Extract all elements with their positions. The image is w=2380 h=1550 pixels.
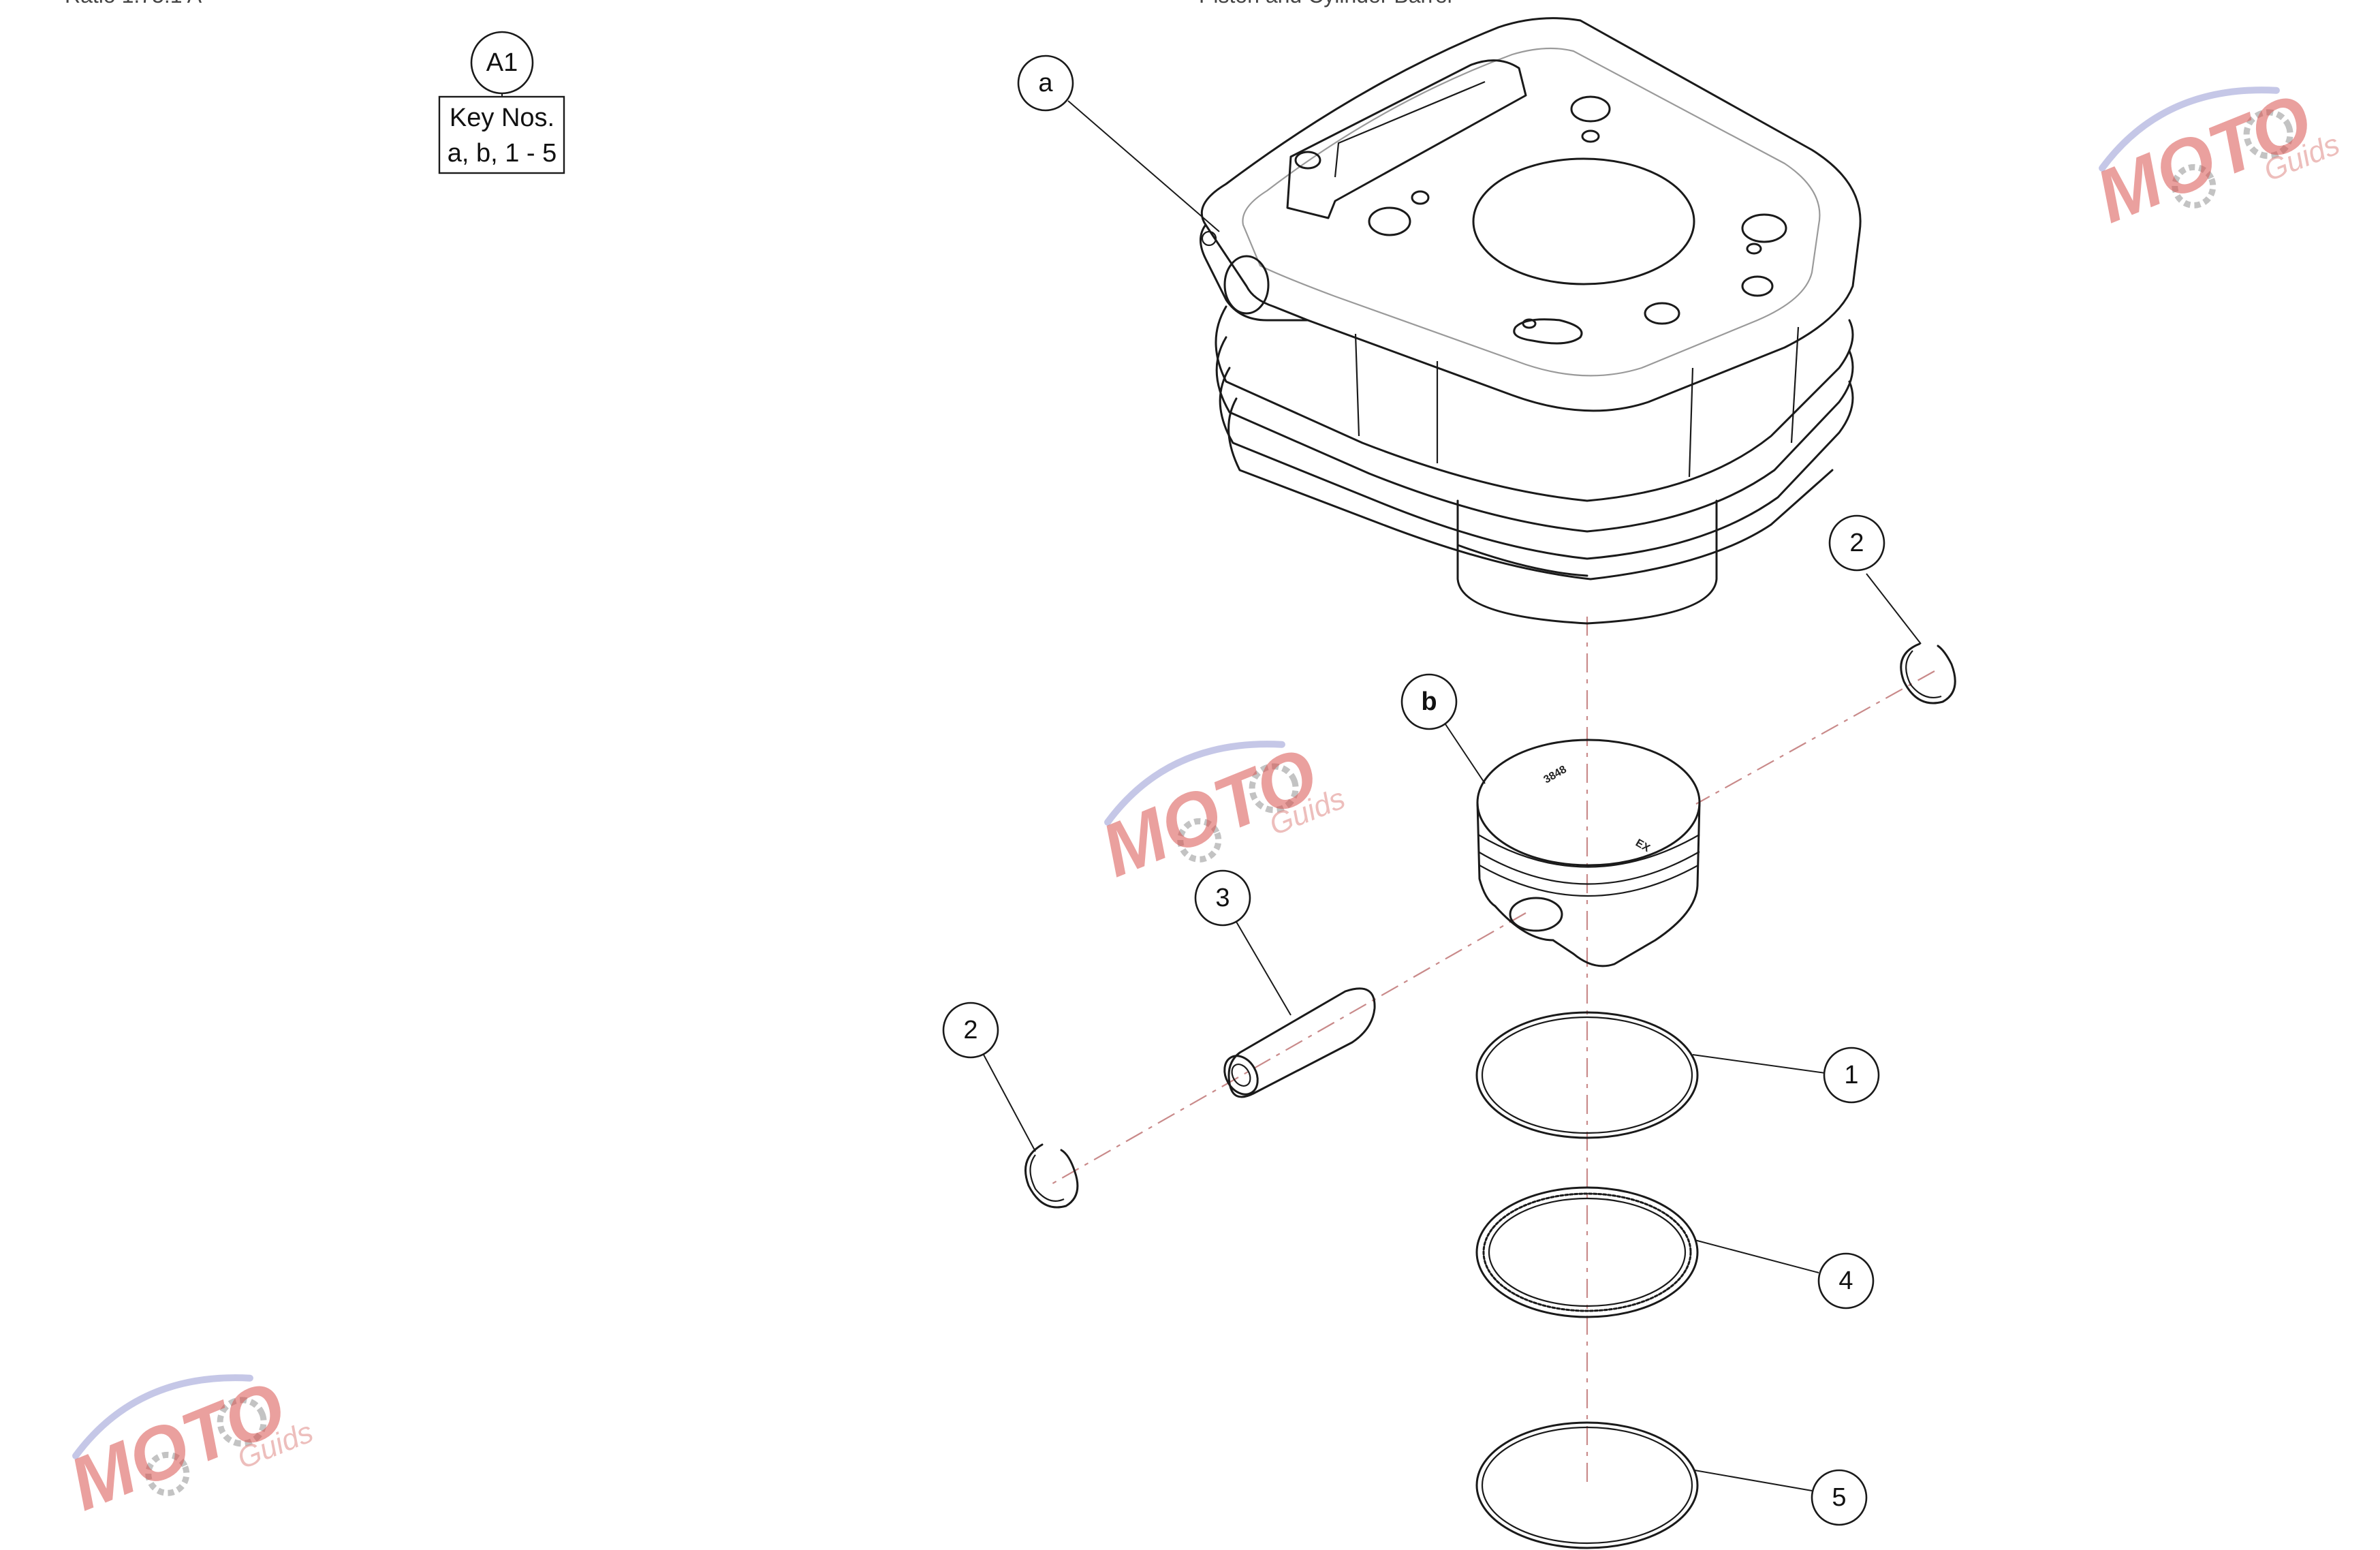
second-compression-ring xyxy=(1475,1421,1699,1549)
svg-text:2: 2 xyxy=(963,1016,977,1044)
callout-3: 3 xyxy=(1194,869,1251,927)
callout-1: 1 xyxy=(1823,1047,1880,1104)
svg-text:a: a xyxy=(1038,69,1053,97)
svg-text:1: 1 xyxy=(1844,1061,1858,1089)
svg-text:4: 4 xyxy=(1838,1267,1853,1295)
svg-text:3: 3 xyxy=(1215,884,1230,912)
watermark-logo-bottom-left: MOTO Guids xyxy=(58,1365,317,1527)
circlip-left xyxy=(1024,1143,1079,1209)
piston-crown-stamp: 3848 xyxy=(1542,764,1569,786)
oil-control-ring xyxy=(1475,1186,1699,1318)
callout-2-right: 2 xyxy=(1828,514,1885,572)
callout-b: b xyxy=(1400,673,1458,730)
cylinder-barrel xyxy=(1200,17,1862,625)
callout-4: 4 xyxy=(1817,1252,1875,1309)
circlip-right xyxy=(1900,642,1956,704)
figure-id-badge: A1 xyxy=(470,31,534,95)
top-compression-ring xyxy=(1475,1011,1699,1139)
svg-text:5: 5 xyxy=(1832,1483,1846,1512)
figure-id-label: A1 xyxy=(486,48,518,77)
svg-text:b: b xyxy=(1421,687,1437,716)
callout-5: 5 xyxy=(1811,1469,1868,1526)
header-center-text: Piston and Cylinder Barrel xyxy=(1199,0,1452,7)
svg-text:2: 2 xyxy=(1849,529,1864,557)
leader-lines xyxy=(983,100,1922,1491)
piston-side-stamp: EX xyxy=(1633,837,1652,855)
key-box-line2: a, b, 1 - 5 xyxy=(448,139,557,168)
callout-2-left: 2 xyxy=(942,1002,999,1059)
key-box-line1: Key Nos. xyxy=(450,104,554,132)
callout-a: a xyxy=(1017,55,1074,112)
piston: 3848 EX xyxy=(1476,739,1701,967)
assembly-centerlines xyxy=(1048,617,1935,1485)
key-numbers-box: Key Nos. a, b, 1 - 5 xyxy=(438,95,565,174)
piston-pin xyxy=(1223,987,1376,1098)
header-left-text: Ratio 1.75:1 A xyxy=(65,0,202,7)
watermark-logo-top-right: MOTO Guids xyxy=(2084,78,2344,239)
